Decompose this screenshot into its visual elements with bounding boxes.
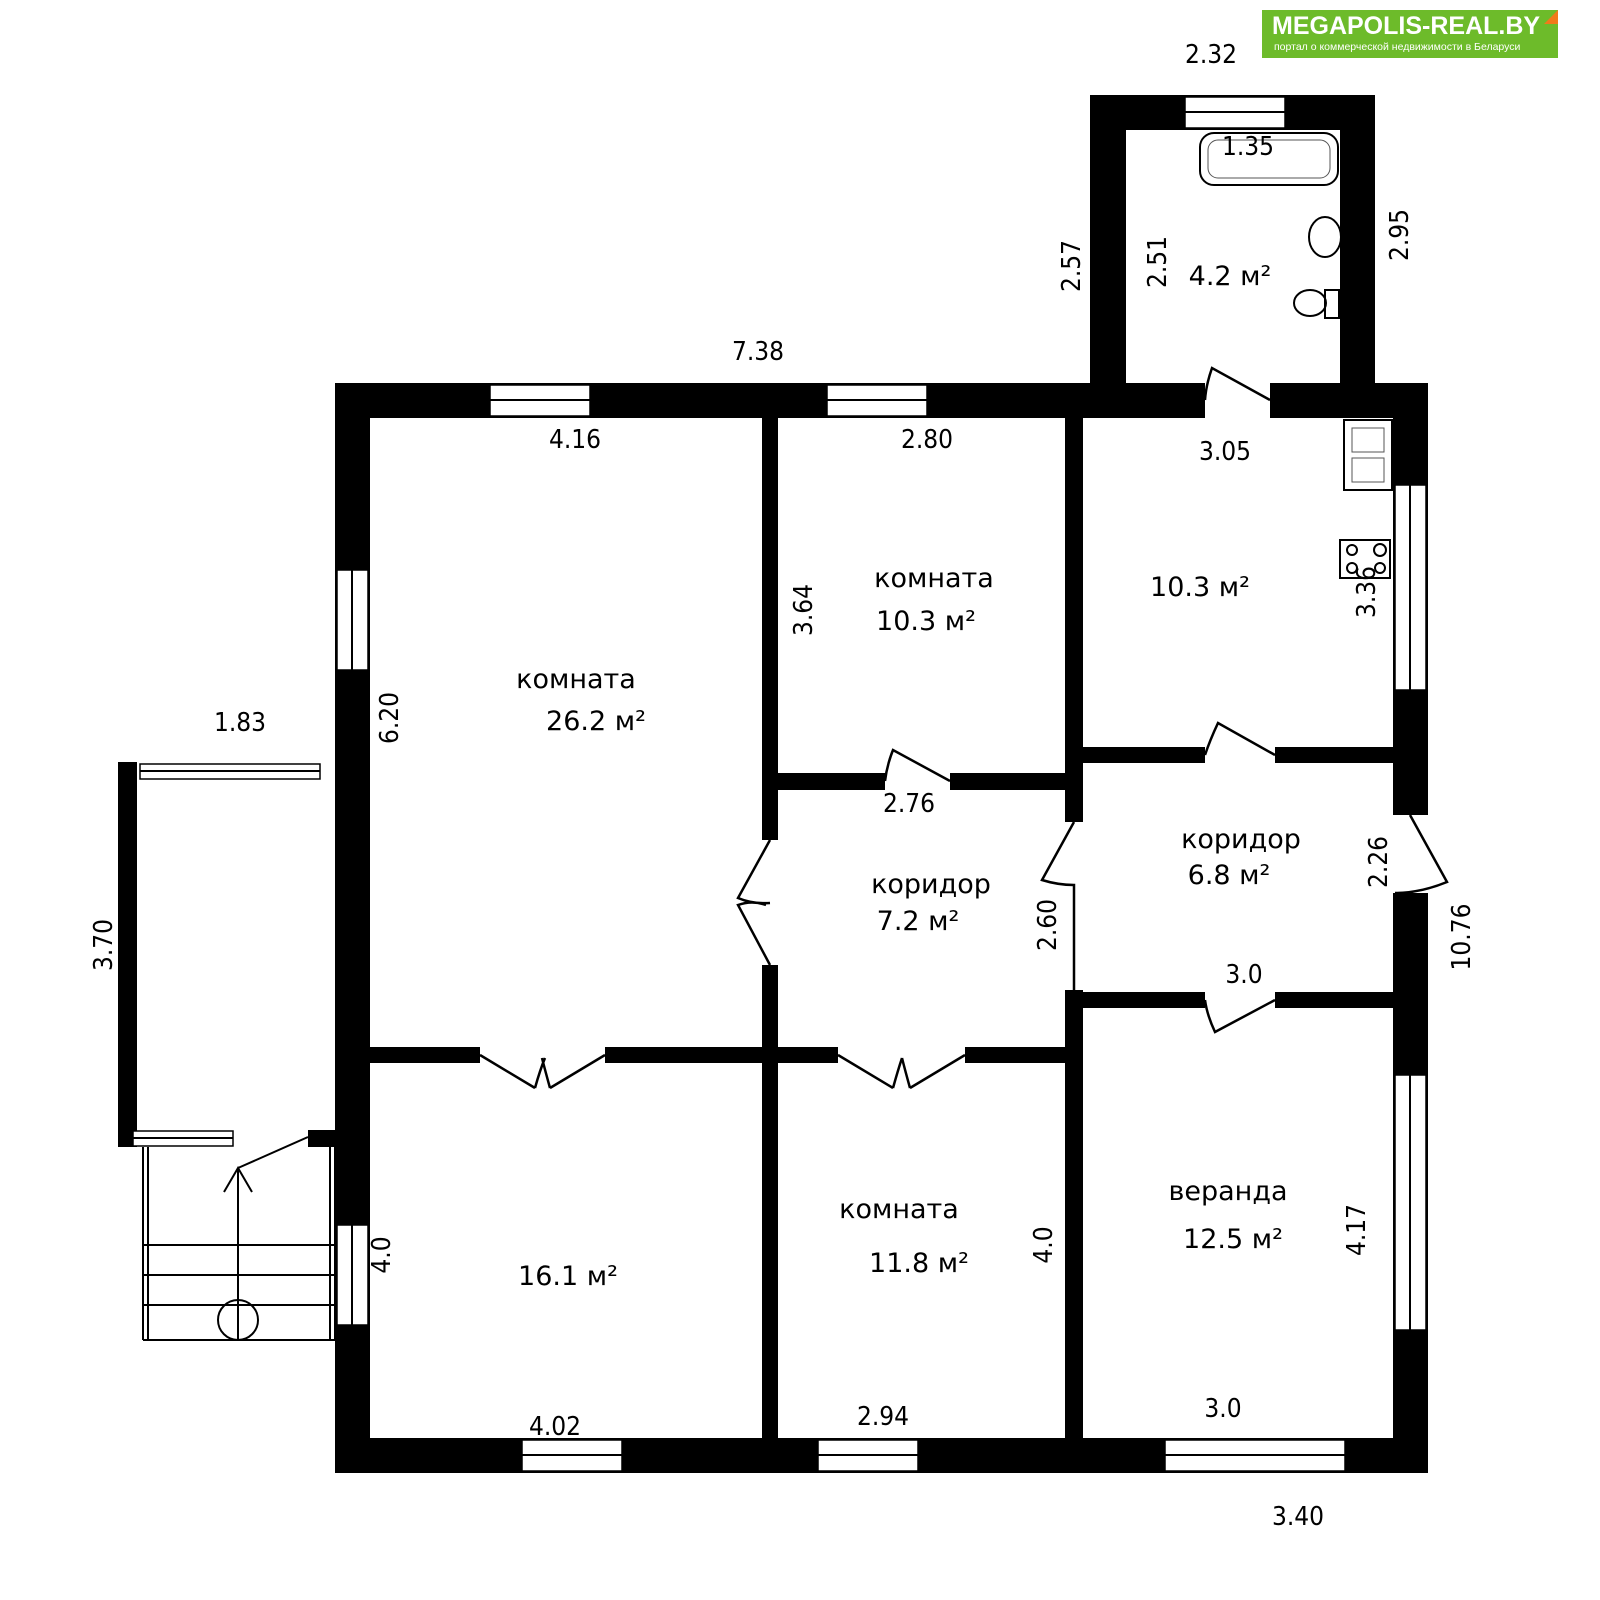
room-labels: комната 26.2 м² комната 10.3 м² 10.3 м² … xyxy=(516,261,1301,1292)
wall-bath-right xyxy=(1340,95,1375,418)
dimension: 2.57 xyxy=(1057,240,1087,292)
dimension: 3.0 xyxy=(1225,960,1262,990)
kitchen-sink-icon xyxy=(1343,419,1393,491)
sink-icon xyxy=(1308,216,1342,258)
dimension: 3.05 xyxy=(1199,437,1251,467)
dimension: 2.76 xyxy=(883,789,935,819)
logo-title: MEGAPOLIS-REAL.BY xyxy=(1272,12,1541,40)
dimension: 2.80 xyxy=(901,425,953,455)
dimension: 7.38 xyxy=(732,337,784,367)
logo-corner-fold xyxy=(1544,10,1558,24)
dimension: 4.17 xyxy=(1342,1204,1372,1256)
room-area: 10.3 м² xyxy=(876,606,976,637)
dimension: 2.95 xyxy=(1385,209,1415,261)
double-door xyxy=(736,839,772,966)
door xyxy=(883,748,951,783)
doors xyxy=(479,366,1449,1090)
windows xyxy=(132,96,1427,1472)
room-name: коридор xyxy=(871,869,991,900)
dimension: 3.36 xyxy=(1352,566,1382,618)
dimension: 2.51 xyxy=(1143,236,1173,288)
room-area: 4.2 м² xyxy=(1189,261,1272,292)
room-name: веранда xyxy=(1168,1176,1287,1207)
door xyxy=(1203,998,1276,1034)
wall-porch-left xyxy=(118,762,137,1147)
megapolis-logo[interactable]: MEGAPOLIS-REAL.BY портал о коммерческой … xyxy=(1262,10,1558,58)
dimension-labels: 2.32 1.35 2.57 2.51 2.95 7.38 4.16 2.80 … xyxy=(89,40,1477,1532)
room-name: коридор xyxy=(1181,824,1301,855)
fixtures xyxy=(1199,132,1393,579)
porch-stairs xyxy=(142,1136,336,1341)
dimension: 4.0 xyxy=(1029,1226,1059,1263)
stove-icon xyxy=(1339,539,1391,579)
door xyxy=(1394,814,1449,895)
room-area: 7.2 м² xyxy=(877,906,960,937)
room-name: комната xyxy=(839,1194,959,1225)
dimension: 1.83 xyxy=(214,708,266,738)
room-area: 11.8 м² xyxy=(869,1248,969,1279)
dimension: 4.0 xyxy=(367,1236,397,1273)
logo-subtitle: портал о коммерческой недвижимости в Бел… xyxy=(1274,41,1521,53)
room-area: 16.1 м² xyxy=(518,1261,618,1292)
dimension: 2.94 xyxy=(857,1402,909,1432)
wall-int xyxy=(1065,418,1083,822)
double-door xyxy=(837,1053,966,1090)
walls xyxy=(118,95,1428,1473)
wall-int xyxy=(762,965,778,1438)
wall-porch-stub xyxy=(308,1130,335,1147)
double-door xyxy=(479,1053,606,1090)
dimension: 4.16 xyxy=(549,425,601,455)
bathtub-icon xyxy=(1199,132,1339,186)
toilet-icon xyxy=(1293,289,1327,317)
room-area: 6.8 м² xyxy=(1188,860,1271,891)
dimension: 2.32 xyxy=(1185,40,1237,70)
dimension: 6.20 xyxy=(375,692,405,744)
room-area: 12.5 м² xyxy=(1183,1224,1283,1255)
dimension: 2.60 xyxy=(1033,899,1063,951)
room-name: комната xyxy=(516,664,636,695)
openings xyxy=(480,381,1430,1065)
door xyxy=(1040,821,1076,990)
wall-bath-left xyxy=(1090,95,1126,418)
arrow-up-icon xyxy=(223,1136,309,1340)
door xyxy=(1203,721,1276,757)
dimension: 4.02 xyxy=(529,1412,581,1442)
room-area: 26.2 м² xyxy=(546,706,646,737)
door xyxy=(1203,366,1271,402)
dimension: 10.76 xyxy=(1447,904,1477,971)
wall-int xyxy=(1065,990,1083,1438)
room-area: 10.3 м² xyxy=(1150,572,1250,603)
dimension: 3.64 xyxy=(789,584,819,636)
wall-int xyxy=(762,418,778,840)
dimension: 3.70 xyxy=(89,919,119,971)
dimension: 1.35 xyxy=(1222,132,1274,162)
dimension: 3.40 xyxy=(1272,1502,1324,1532)
room-name: комната xyxy=(874,563,994,594)
dimension: 3.0 xyxy=(1204,1394,1241,1424)
dimension: 2.26 xyxy=(1364,836,1394,888)
